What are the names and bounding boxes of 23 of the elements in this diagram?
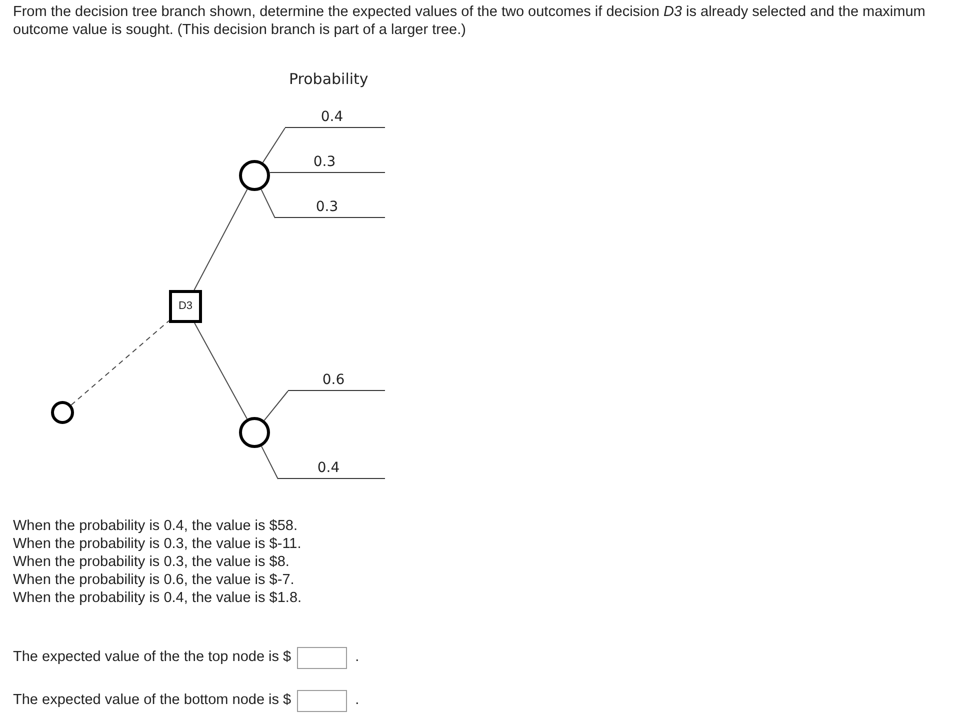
question-prompt: The expected value of the bottom node is $ (13, 691, 292, 710)
dashed-branch-line (70, 320, 170, 406)
probability-value: 0.4 (320, 108, 344, 127)
probability-value: 0.6 (322, 371, 346, 390)
branch-line (261, 446, 278, 480)
probability-value: 0.3 (313, 153, 337, 172)
probability-value: 0.3 (316, 198, 340, 217)
branch-line (260, 188, 276, 218)
value-statement: When the probability is 0.3, the value is $-11. (13, 535, 302, 553)
period: . (355, 691, 360, 710)
value-statement: When the probability is 0.4, the value is $58. (13, 517, 299, 535)
period: . (355, 648, 360, 668)
column-heading: Probability (289, 69, 368, 90)
branch-line (262, 128, 286, 163)
probability-value: 0.4 (317, 459, 341, 478)
question-prompt: The expected value of the the top node is $ (13, 648, 292, 668)
value-statement: When the probability is 0.6, the value is $-7. (13, 571, 296, 589)
value-statement: When the probability is 0.4, the value is $1.8. (13, 589, 302, 607)
branch-line (194, 188, 248, 290)
decision-node-box: D3 (169, 290, 202, 323)
question-text: From the decision tree branch shown, determine the expected values of the two outcomes if decision D3 is already selected and the maximum outcome value is sought. (This decision branch is part of a larger tree.) (13, 3, 926, 39)
value-statement: When the probability is 0.3, the value is $8. (13, 553, 290, 571)
branch-line (194, 322, 248, 420)
